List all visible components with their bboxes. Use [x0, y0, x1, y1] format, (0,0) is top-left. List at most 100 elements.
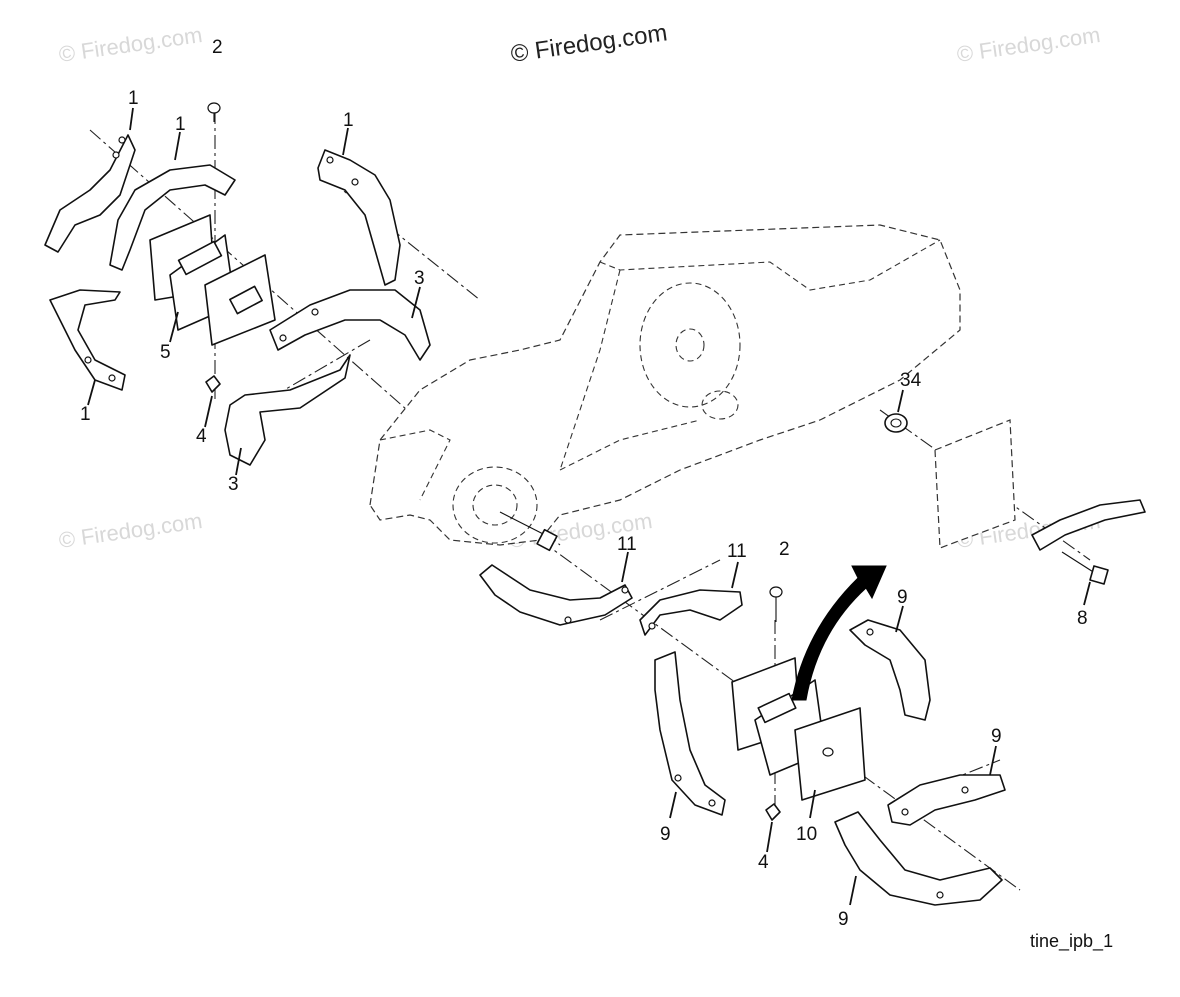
leader-lines: [87, 107, 1091, 906]
tine-3-upper: [269, 289, 431, 361]
transmission-housing: [369, 224, 961, 552]
tine-9-mid-right: [887, 774, 1006, 826]
housing-bore-lower: [701, 390, 739, 420]
housing-outline: [369, 224, 961, 546]
bolt-8-head: [1089, 565, 1109, 585]
leader-1c: [342, 127, 349, 156]
side-cover-assembly: [884, 413, 1146, 585]
clip-4-left: [205, 375, 221, 393]
tine-11-left: [479, 564, 633, 626]
tine-9-left: [654, 651, 726, 816]
callout-8: 8: [1077, 608, 1088, 629]
leader-5: [169, 311, 179, 343]
tine-3-lower: [224, 354, 351, 466]
leader-34: [897, 389, 904, 413]
callout-1: 1: [80, 404, 91, 425]
leader-4b: [766, 821, 773, 853]
tine-line-2: [249, 339, 371, 411]
figure-caption: tine_ipb_1: [1030, 931, 1113, 952]
leader-1a: [129, 107, 134, 131]
right-axis-line: [539, 539, 1021, 891]
watermark-top-center: © Firedog.com: [509, 19, 669, 68]
side-cover-plate: [934, 419, 1016, 549]
callout-34: 34: [900, 370, 922, 391]
nut-34-bore: [890, 418, 902, 428]
bolt-hole: [936, 891, 944, 899]
housing-boss-upper: [639, 282, 741, 408]
watermark-top-right: © Firedog.com: [955, 22, 1102, 67]
hub-left-1: [177, 240, 223, 276]
leader-3b: [235, 447, 242, 476]
watermark-mid-left: © Firedog.com: [57, 508, 204, 553]
tine-1-upper-right: [317, 149, 401, 286]
bolt-hole: [311, 308, 319, 316]
housing-front-lip: [379, 429, 451, 501]
housing-top-edge: [599, 239, 941, 291]
housing-mid-edge: [559, 419, 701, 471]
callout-5: 5: [160, 342, 171, 363]
callout-2: 2: [779, 539, 790, 560]
leader-3a: [411, 286, 421, 319]
right-tine-assembly: [479, 564, 1006, 906]
tine-1-lower-left: [49, 289, 126, 391]
bolt-hole: [84, 356, 92, 364]
pin-2-head-left: [207, 102, 221, 114]
callout-1: 1: [128, 88, 139, 109]
leader-9c: [669, 791, 677, 819]
housing-axle-boss: [452, 466, 538, 544]
callout-10: 10: [796, 824, 817, 845]
bolt-hole: [961, 786, 969, 794]
callout-4: 4: [196, 426, 207, 447]
bolt-hole: [674, 774, 682, 782]
bolt-hole: [648, 622, 656, 630]
bolt-hole: [351, 178, 359, 186]
tine-line-3: [599, 559, 721, 621]
axle-end: [536, 528, 558, 552]
hub-right-1: [757, 692, 797, 724]
callout-11: 11: [727, 541, 747, 562]
leader-11a: [621, 551, 629, 583]
tine-end-right: [1031, 499, 1146, 551]
pin-2-head-right: [769, 586, 783, 598]
bolt-hole: [279, 334, 287, 342]
bolt-hole: [118, 136, 126, 144]
callout-9: 9: [991, 726, 1002, 747]
callouts: 1 1 1 1 2 2 3 3 4 4 5 8 9 9 9 9 10 11 11…: [80, 37, 1088, 930]
nut-34: [884, 413, 908, 433]
callout-3: 3: [414, 268, 425, 289]
housing-side-edge: [559, 269, 621, 471]
left-tine-assembly: [44, 102, 431, 466]
callout-1: 1: [175, 114, 186, 135]
watermark-top-left: © Firedog.com: [57, 22, 204, 67]
leader-9d: [849, 875, 857, 906]
callout-9: 9: [660, 824, 671, 845]
hub-right-bore: [822, 747, 834, 757]
leader-1d: [87, 379, 96, 406]
callout-9: 9: [838, 909, 849, 930]
housing-axle-inner: [472, 484, 518, 526]
leader-11b: [731, 561, 739, 589]
bolt-hole: [866, 628, 874, 636]
tine-9-lower-right: [834, 811, 1003, 906]
bolt-hole: [621, 586, 629, 594]
leader-1b: [174, 131, 181, 161]
hub-left-2: [229, 285, 263, 315]
callout-2: 2: [212, 37, 223, 58]
callout-1: 1: [343, 110, 354, 131]
bolt-hole: [112, 151, 120, 159]
callout-11: 11: [617, 534, 637, 555]
left-axis-line: [89, 129, 561, 546]
bolt-hole: [708, 799, 716, 807]
tine-9-upper-right: [849, 619, 931, 721]
rotation-arrow-icon: [791, 565, 887, 701]
housing-bore-upper: [675, 328, 705, 362]
tine-1-upper-left: [44, 134, 136, 253]
leader-8: [1083, 581, 1091, 606]
callout-3: 3: [228, 474, 239, 495]
bolt-hole: [901, 808, 909, 816]
leader-4a: [204, 395, 213, 428]
leader-9b: [989, 745, 997, 776]
leader-9a: [895, 605, 904, 633]
